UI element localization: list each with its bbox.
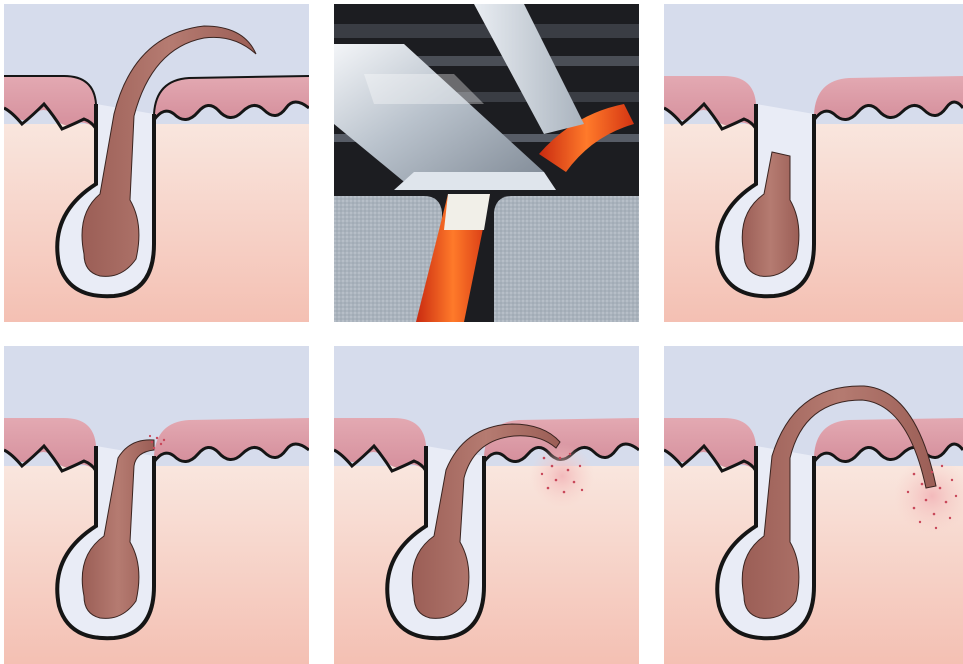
panel-hair-curling-into-skin <box>334 346 639 664</box>
panel-hair-before-shave <box>4 4 309 322</box>
panel-hair-cut-below-skin <box>664 4 963 322</box>
skin-block-right <box>494 196 639 322</box>
dermis <box>334 466 639 664</box>
dermis <box>4 466 309 664</box>
razor-blade-edge <box>394 172 556 190</box>
irritation-area <box>530 444 594 508</box>
panel-ingrown-hair-with-irritation <box>664 346 963 664</box>
dermis <box>4 124 309 322</box>
hair-stub-top <box>444 194 490 230</box>
panel-razor-blade-cutting-hair <box>334 4 639 322</box>
panel-hair-tip-at-follicle-opening <box>4 346 309 664</box>
